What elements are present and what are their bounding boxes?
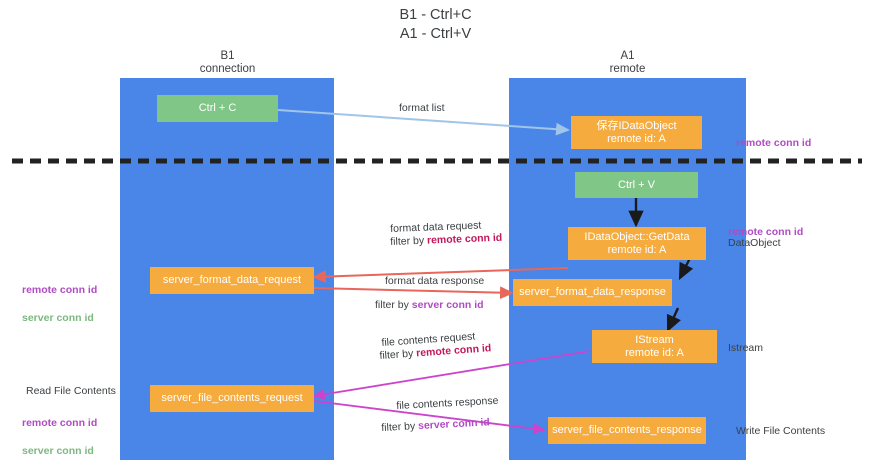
column-header-b1: B1 connection: [199, 50, 256, 75]
edge-label-file-contents-response-filter: filter by server conn id: [381, 415, 490, 435]
right-label-remote-conn-id-mid-text: remote conn id: [728, 226, 804, 238]
filter-prefix: filter by: [379, 347, 417, 362]
edge-label-file-contents-response: file contents response: [396, 394, 499, 413]
right-label-istream: Istream: [728, 342, 764, 354]
node-server-format-data-request[interactable]: server_format_data_request: [150, 267, 314, 294]
edge-label-file-contents-response-text: file contents response: [396, 394, 499, 412]
node-istream[interactable]: IStream remote id: A: [592, 330, 717, 363]
right-label-remote-conn-id-mid: remote conn id: [728, 211, 803, 239]
node-server-format-data-response[interactable]: server_format_data_response: [513, 279, 672, 306]
filter-prefix: filter by: [390, 234, 428, 248]
right-label-remote-conn-id-top: remote conn id: [736, 122, 811, 150]
filter-key-server-conn-id: server conn id: [411, 299, 484, 311]
node-ctrl-v[interactable]: Ctrl + V: [575, 172, 698, 198]
node-server-file-contents-response[interactable]: server_file_contents_response: [548, 417, 706, 444]
edge-label-format-list: format list: [399, 102, 445, 114]
left-key-mid-server: server conn id: [22, 312, 94, 324]
column-header-a1: A1 remote: [609, 50, 646, 75]
edge-label-format-data-response: format data response: [385, 275, 485, 287]
filter-prefix: filter by: [375, 299, 412, 311]
right-label-remote-conn-id-top-text: remote conn id: [736, 137, 812, 149]
diagram-title: B1 - Ctrl+C A1 - Ctrl+V: [399, 7, 472, 42]
filter-key-remote-conn-id: remote conn id: [426, 231, 503, 247]
left-label-read-file-contents: Read File Contents: [26, 385, 116, 397]
edge-label-format-data-response-filter: filter by server conn id: [375, 298, 484, 312]
left-key-mid-remote: remote conn id: [22, 284, 98, 296]
left-key-bottom-server: server conn id: [22, 445, 94, 457]
node-ctrl-c[interactable]: Ctrl + C: [157, 95, 278, 122]
left-key-bottom-remote: remote conn id: [22, 417, 98, 429]
node-idataobject-getdata[interactable]: IDataObject::GetData remote id: A: [568, 227, 706, 260]
right-label-dataobject: DataObject: [728, 237, 781, 249]
edge-label-format-data-request-filter: filter by remote conn id: [390, 231, 502, 249]
left-key-bottom: remote conn id server conn id: [22, 402, 97, 458]
filter-key-remote-conn-id: remote conn id: [415, 342, 492, 360]
filter-key-server-conn-id: server conn id: [417, 416, 491, 433]
node-save-idataobject[interactable]: 保存IDataObject remote id: A: [571, 116, 702, 149]
right-label-write-file-contents: Write File Contents: [736, 425, 826, 437]
node-server-file-contents-request[interactable]: server_file_contents_request: [150, 385, 314, 412]
left-key-mid: remote conn id server conn id: [22, 269, 97, 325]
filter-prefix: filter by: [381, 420, 419, 434]
